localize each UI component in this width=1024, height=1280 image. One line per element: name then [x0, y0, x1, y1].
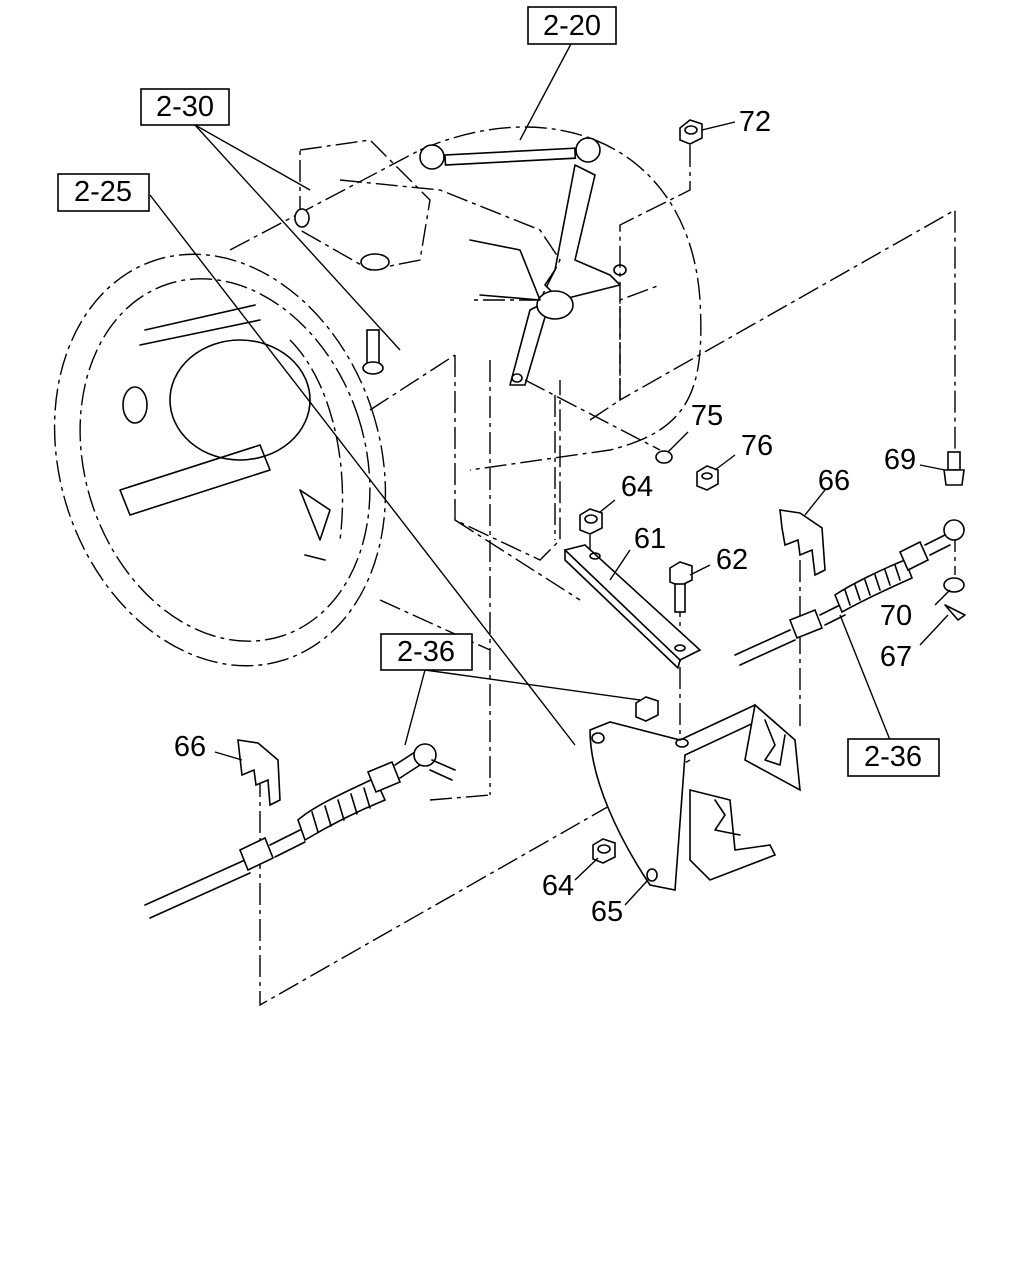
ref-box-2-36-right[interactable]: 2-36 [847, 738, 940, 777]
shift-lever-mechanism [294, 137, 627, 386]
callout-61: 61 [634, 523, 666, 555]
callouts: 72 75 76 69 64 66 61 62 70 67 66 64 65 [174, 106, 916, 928]
housing-bolt [362, 329, 384, 375]
callout-62: 62 [716, 544, 748, 576]
ref-box-2-36-left[interactable]: 2-36 [380, 633, 473, 671]
part-70-washer [943, 577, 965, 593]
clutch-bell-housing [53, 253, 387, 667]
cable-end-nut [635, 696, 659, 722]
callout-70: 70 [880, 600, 912, 632]
part-65-cable-bracket [589, 703, 801, 891]
ref-label-2-36-right: 2-36 [864, 741, 922, 773]
callout-64-bottom: 64 [542, 870, 574, 902]
callout-76: 76 [741, 430, 773, 462]
part-76-nut [696, 465, 719, 491]
part-64-nut-top [579, 508, 603, 535]
left-shift-cable [144, 743, 456, 919]
callout-65: 65 [591, 896, 623, 928]
ref-box-2-30[interactable]: 2-30 [140, 88, 230, 126]
reference-leaders [149, 41, 891, 746]
part-61-bracket [563, 544, 702, 669]
ref-label-2-36-left: 2-36 [397, 636, 455, 668]
callout-69: 69 [884, 444, 916, 476]
part-66-left-clip [237, 739, 281, 807]
part-62-bolt [669, 561, 693, 613]
callout-75: 75 [691, 400, 723, 432]
part-66-right-clip [779, 509, 826, 577]
callout-67: 67 [880, 641, 912, 673]
callout-64-top: 64 [621, 471, 653, 503]
part-67-cotter-pin [944, 604, 966, 621]
callout-66-left: 66 [174, 731, 206, 763]
callout-72: 72 [739, 106, 771, 138]
ref-box-2-25[interactable]: 2-25 [57, 173, 150, 212]
ref-box-2-20[interactable]: 2-20 [527, 6, 617, 45]
callout-leaders [214, 121, 951, 906]
part-69-pin [943, 451, 965, 486]
ref-label-2-20: 2-20 [543, 10, 601, 42]
ref-label-2-30: 2-30 [156, 91, 214, 123]
part-72-flange-nut [679, 119, 703, 145]
callout-66-right: 66 [818, 465, 850, 497]
ref-label-2-25: 2-25 [74, 176, 132, 208]
right-shift-cable [734, 519, 965, 666]
part-64-nut-bottom [592, 838, 616, 864]
part-75-washer [655, 450, 673, 464]
